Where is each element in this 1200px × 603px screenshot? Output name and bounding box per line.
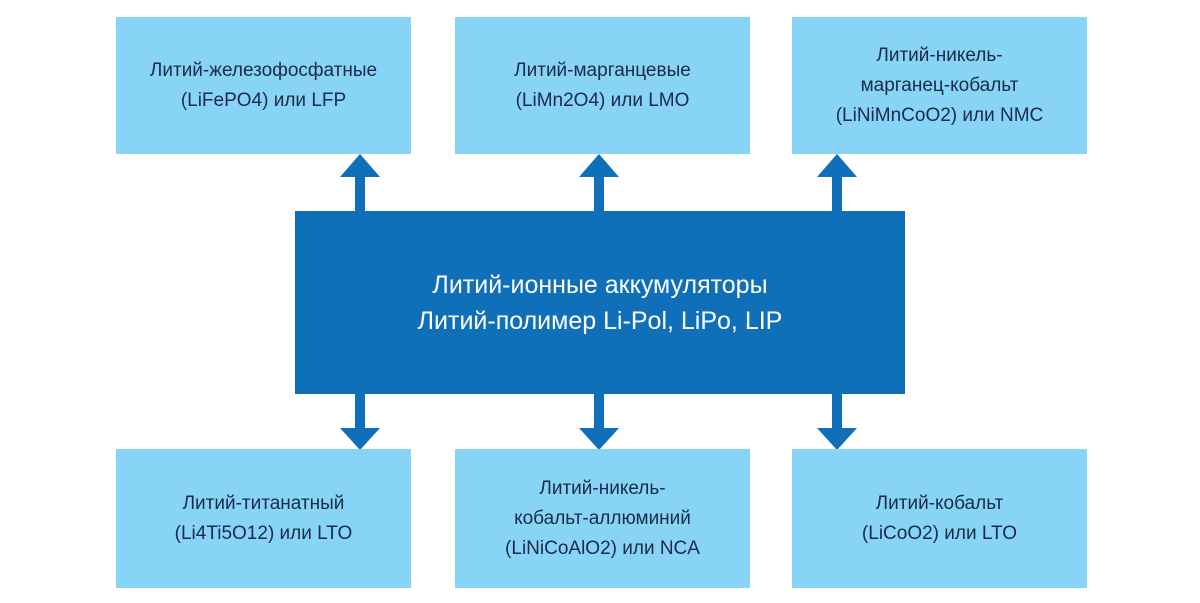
arrow-up-lmo	[579, 154, 619, 212]
box-lco-line-1: Литий-кобальт	[875, 492, 1004, 514]
box-lco-line-2: (LiCoO2) или LTO	[861, 522, 1018, 544]
center-box-li-ion: Литий-ионные аккумуляторы Литий-полимер …	[295, 211, 905, 394]
box-lto: Литий-титанатный (Li4Ti5O12) или LTO	[116, 449, 411, 588]
box-lto-line-1: Литий-титанатный	[182, 492, 345, 514]
arrow-up-nmc	[817, 154, 857, 212]
center-line-1: Литий-ионные аккумуляторы	[432, 270, 768, 299]
box-nca-line-1: Литий-никель-	[539, 477, 666, 499]
box-lto-line-2: (Li4Ti5O12) или LTO	[174, 522, 353, 544]
box-lmo-line-1: Литий-марганцевые	[514, 59, 691, 81]
center-line-2: Литий-полимер Li-Pol, LiPo, LIP	[417, 306, 783, 335]
box-lfp-line-2: (LiFePO4) или LFP	[180, 89, 347, 111]
box-lco: Литий-кобальт (LiCoO2) или LTO	[792, 449, 1087, 588]
box-nmc-line-3: (LiNiMnCoO2) или NMC	[835, 104, 1044, 126]
arrow-down-lco	[817, 393, 857, 450]
arrow-up-lfp	[340, 154, 380, 212]
arrow-down-nca	[579, 393, 619, 450]
box-nca-line-3: (LiNiCoAlO2) или NCA	[505, 537, 700, 559]
box-nca: Литий-никель- кобальт-аллюминий (LiNiCoA…	[455, 449, 750, 588]
box-lfp-line-1: Литий-железофосфатные	[149, 59, 378, 81]
arrow-down-lto	[340, 393, 380, 450]
box-nmc: Литий-никель- марганец-кобальт (LiNiMnCo…	[792, 17, 1087, 154]
box-nca-line-2: кобальт-аллюминий	[514, 507, 691, 529]
box-lmo: Литий-марганцевые (LiMn2O4) или LMO	[455, 17, 750, 154]
box-nmc-line-2: марганец-кобальт	[860, 74, 1019, 96]
box-nmc-line-1: Литий-никель-	[876, 44, 1003, 66]
box-lfp: Литий-железофосфатные (LiFePO4) или LFP	[116, 17, 411, 154]
box-lmo-line-2: (LiMn2O4) или LMO	[515, 89, 690, 111]
